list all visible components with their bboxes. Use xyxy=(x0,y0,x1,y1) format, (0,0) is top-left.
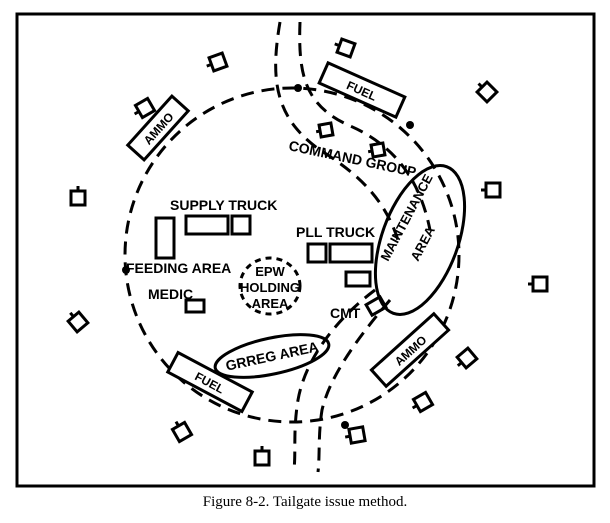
epw-holding-area-boundary xyxy=(238,256,302,316)
vehicle-icon xyxy=(133,96,157,120)
direction-marker xyxy=(294,84,302,92)
vehicle-icon xyxy=(66,310,90,334)
grreg-area-boundary xyxy=(213,333,331,379)
vehicle-icon xyxy=(481,181,502,199)
medic-label: MEDIC xyxy=(148,286,193,302)
vehicle-icon xyxy=(253,446,271,467)
grreg-area-label: GRREG AREA xyxy=(224,338,320,373)
cmt-road-vehicle xyxy=(364,294,388,318)
road-entry-left xyxy=(274,21,400,241)
vehicle-icon xyxy=(344,425,367,445)
cmt-label: CMT xyxy=(330,305,361,321)
pll-truck-cab xyxy=(306,242,328,264)
ammo-truck-bottom: AMMO xyxy=(369,311,451,389)
perimeter-vehicles xyxy=(66,37,549,467)
feeding-area-truck xyxy=(154,216,176,260)
vehicle-icon xyxy=(455,346,479,370)
maintenance-area-boundary xyxy=(373,164,467,316)
vehicle-icon xyxy=(367,141,387,159)
vehicle-icon xyxy=(411,390,435,414)
supply-truck-cab xyxy=(230,214,252,236)
direction-marker xyxy=(341,421,349,429)
figure-caption: Figure 8-2. Tailgate issue method. xyxy=(202,494,408,510)
vehicle-icon xyxy=(206,51,229,73)
direction-marker xyxy=(122,266,130,274)
road-entry-right xyxy=(298,21,432,231)
holding-label: HOLDING xyxy=(240,280,300,295)
vehicle-icon xyxy=(474,79,500,105)
supply-truck-label: SUPPLY TRUCK xyxy=(170,197,277,213)
road-exit-right xyxy=(316,299,392,473)
figure-frame xyxy=(15,12,596,488)
medic-vehicle xyxy=(184,298,206,314)
vehicle-icon xyxy=(528,275,549,293)
supply-truck-body xyxy=(184,214,230,236)
vehicle-icon xyxy=(170,420,194,444)
holding-area-label: AREA xyxy=(252,296,289,311)
command-group-label: COMMAND GROUP xyxy=(287,137,417,180)
maintenance-area-label: AREA xyxy=(407,223,438,263)
cmt-vehicle xyxy=(344,270,372,288)
vehicle-icon xyxy=(69,186,87,207)
fuel-truck-top: FUEL xyxy=(317,60,407,120)
vehicle-icon xyxy=(315,121,335,139)
pll-truck-label: PLL TRUCK xyxy=(296,224,375,240)
direction-marker xyxy=(406,121,414,129)
feeding-area-label: FEEDING AREA xyxy=(126,260,231,276)
epw-label: EPW xyxy=(255,264,285,279)
circular-route xyxy=(123,86,461,424)
vehicle-icon xyxy=(334,37,357,59)
road-exit-left xyxy=(292,288,376,471)
pll-truck-body xyxy=(328,242,374,264)
